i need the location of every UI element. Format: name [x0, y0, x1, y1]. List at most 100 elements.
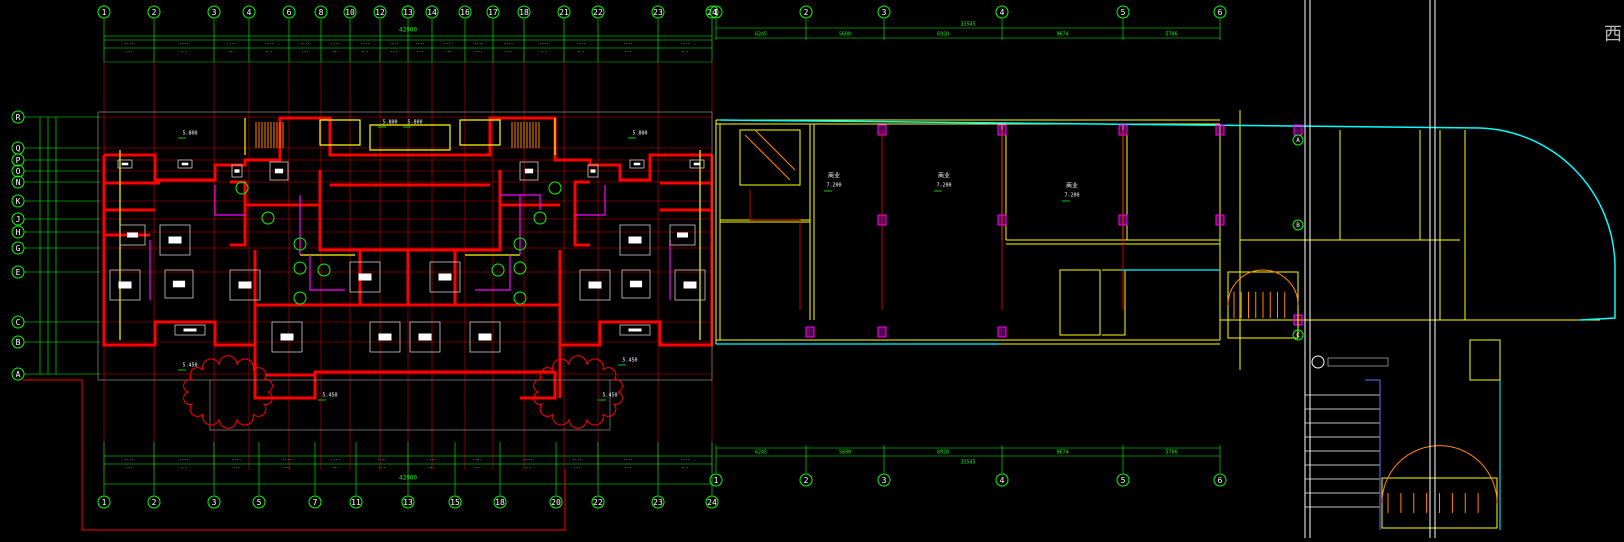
dimension-text: ···· — [623, 457, 633, 462]
dimension-text: ···· — [623, 41, 633, 46]
wall-magenta — [500, 194, 541, 210]
right-wall-yellow — [1220, 239, 1600, 321]
right-wall-yellow — [1219, 110, 1241, 370]
column-magenta — [997, 326, 1007, 338]
dimension-text: ···· — [331, 457, 341, 462]
bottom-axis-3-bubble — [207, 495, 221, 509]
right-segment-dimension: 5706 — [1165, 32, 1177, 38]
furniture — [519, 161, 539, 181]
dimension-text: ··· — [681, 49, 688, 54]
bottom-axis-7-bubble — [308, 495, 322, 509]
wall-primary — [230, 180, 590, 247]
wall-primary — [558, 155, 714, 372]
dimension-text: ···· — [539, 41, 549, 46]
side-axis-G-label: G — [16, 244, 21, 253]
furniture-label — [172, 280, 186, 288]
bottom-axis-11-bubble — [349, 495, 363, 509]
top-axis-13-bubble — [401, 5, 415, 19]
dimension-text: ··· — [416, 49, 423, 54]
room-marker — [293, 291, 307, 305]
dimension-text: ··· — [301, 49, 308, 54]
bottom-axis-5-label: 5 — [257, 498, 262, 507]
dimension-text: ··· — [474, 465, 481, 470]
wall-primary — [318, 170, 502, 250]
right-wall-yellow — [809, 124, 815, 320]
furniture-label — [234, 169, 240, 173]
furniture-label — [418, 333, 432, 341]
dimension-text: ···· — [264, 41, 274, 46]
wall-magenta — [299, 195, 521, 255]
top-axis-24-bubble — [705, 5, 719, 19]
side-axis-K-bubble — [11, 194, 25, 208]
dimension-text: ···· — [389, 41, 399, 46]
furniture — [369, 321, 401, 353]
right-side-axis-label: A — [1296, 137, 1300, 144]
side-axis-N-bubble — [11, 175, 25, 189]
top-axis-6-bubble — [282, 5, 296, 19]
right-axis-top-6-bubble — [1213, 5, 1227, 19]
top-axis-21-bubble — [557, 5, 571, 19]
right-axis-top-2-label: 2 — [804, 8, 809, 17]
room-elevation-label: 7.200 — [1064, 193, 1079, 199]
dimension-text: ···· — [572, 457, 582, 462]
top-axis-21-label: 21 — [559, 8, 569, 17]
right-wall-yellow — [1469, 339, 1501, 381]
top-axis-10-bubble — [343, 5, 357, 19]
wall-secondary — [319, 119, 361, 146]
furniture-label — [358, 273, 372, 281]
side-axis-A-label: A — [16, 370, 21, 379]
right-segment-dimension: 5600 — [839, 450, 851, 456]
right-axis-bottom-6-bubble — [1213, 473, 1227, 487]
room-elevation-label: 7.200 — [826, 183, 841, 189]
furniture-label — [118, 281, 132, 289]
elevation-label: 5.450 — [182, 363, 197, 369]
bottom-axis-15-label: 15 — [450, 498, 460, 507]
right-axis-bottom-1-label: 1 — [714, 476, 719, 485]
furniture-label — [628, 328, 642, 332]
furniture-label — [629, 280, 643, 288]
furniture — [579, 269, 611, 301]
bottom-axis-20-label: 20 — [551, 498, 561, 507]
furniture-label — [121, 162, 129, 166]
right-segment-dimension: 6245 — [755, 450, 767, 456]
furniture-label — [280, 333, 294, 341]
top-axis-4-bubble — [242, 5, 256, 19]
furniture — [669, 224, 696, 246]
column-magenta — [877, 326, 887, 338]
right-wall-yellow — [739, 129, 801, 186]
bottom-axis-24-label: 24 — [707, 498, 717, 507]
dimension-text: ··· — [540, 49, 547, 54]
overall-dimension-top: 42900 — [399, 27, 417, 34]
dimension-text: ··· — [475, 49, 482, 54]
wall-secondary — [244, 118, 556, 155]
side-axis-J-bubble — [11, 212, 25, 226]
dimension-text: ··· — [390, 49, 397, 54]
top-axis-10-label: 10 — [345, 8, 355, 17]
dimension-text: ··· — [378, 465, 385, 470]
elevation-label: 5.800 — [182, 131, 197, 137]
top-axis-12-label: 12 — [375, 8, 385, 17]
room-marker — [513, 291, 527, 305]
furniture-label — [127, 232, 138, 238]
site-marker-circle — [1311, 355, 1325, 369]
right-wall-yellow — [1006, 239, 1220, 245]
overall-dimension-bottom: 42900 — [399, 475, 417, 482]
right-segment-dimension: 6920 — [937, 450, 949, 456]
wall-primary — [245, 203, 560, 252]
revision-cloud-left — [183, 355, 273, 429]
dimension-text: ···· — [300, 41, 310, 46]
bottom-axis-7-label: 7 — [313, 498, 318, 507]
elevation-label: 5.450 — [622, 358, 637, 364]
right-axis-top-6-label: 6 — [1218, 8, 1223, 17]
right-axis-bottom-3-bubble — [877, 473, 891, 487]
room-marker — [513, 261, 527, 275]
column-magenta — [1215, 124, 1225, 136]
right-curved-wall-cyan — [719, 119, 1616, 321]
top-axis-6-label: 6 — [287, 8, 292, 17]
dimension-text: ···· — [227, 41, 237, 46]
top-axis-23-bubble — [651, 5, 665, 19]
top-axis-17-bubble — [486, 5, 500, 19]
right-segment-dimension: 5600 — [839, 32, 851, 38]
